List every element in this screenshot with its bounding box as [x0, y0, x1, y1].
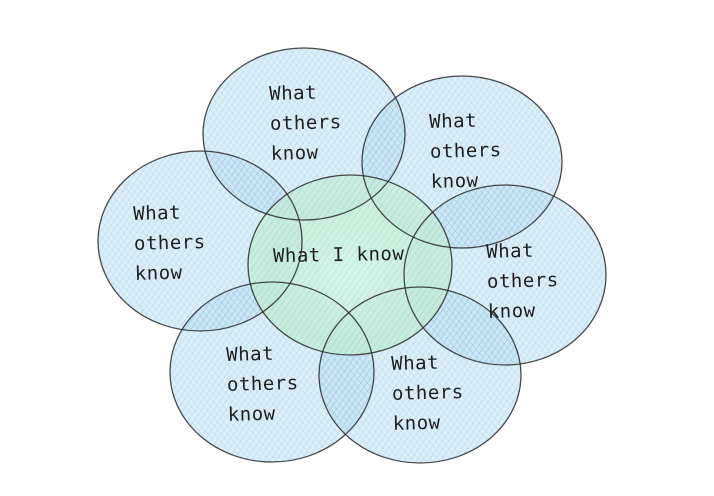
center-label: What I know: [272, 242, 405, 268]
petal-label-right: What others know: [485, 239, 559, 323]
petal-label-top-right: What others know: [428, 109, 502, 193]
petal-label-left: What others know: [132, 201, 206, 285]
petal-label-bottom-left: What others know: [225, 342, 299, 426]
petal-label-top-left: What others know: [268, 81, 342, 165]
petal-label-bottom-right: What others know: [390, 351, 464, 435]
